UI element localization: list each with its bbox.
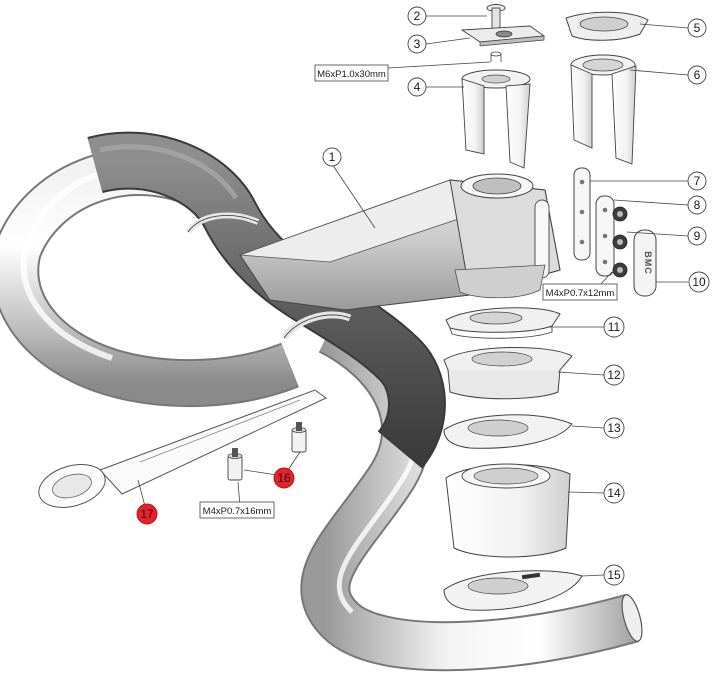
- part-15-spacer: [443, 570, 583, 611]
- svg-text:2: 2: [414, 9, 421, 23]
- svg-text:10: 10: [692, 275, 706, 289]
- svg-text:3: 3: [414, 37, 421, 51]
- svg-text:11: 11: [608, 320, 621, 334]
- spec-m4-12-text: M4xP0.7x12mm: [546, 288, 615, 299]
- svg-text:9: 9: [694, 229, 701, 243]
- callout-14: 14: [603, 482, 625, 504]
- svg-text:7: 7: [694, 174, 701, 188]
- svg-text:8: 8: [694, 198, 701, 212]
- part-14-spacer: [445, 463, 571, 558]
- spec-label-m6: M6xP1.0x30mm: [314, 64, 389, 82]
- logo-text: BMC: [643, 251, 653, 275]
- callout-9: 9: [687, 226, 707, 246]
- svg-text:15: 15: [607, 568, 621, 582]
- part-13-spacer: [443, 414, 573, 449]
- part-8-plate: [595, 195, 615, 277]
- spec-label-m4-16: M4xP0.7x16mm: [199, 501, 275, 519]
- svg-text:4: 4: [414, 80, 421, 94]
- part-7-plate: [573, 167, 591, 261]
- svg-text:6: 6: [694, 68, 701, 82]
- callout-10: 10: [688, 271, 710, 293]
- callout-2: 2: [407, 6, 427, 26]
- callout-6: 6: [687, 65, 707, 85]
- spec-label-m4-12: M4xP0.7x12mm: [542, 283, 618, 301]
- svg-text:1: 1: [329, 150, 336, 164]
- callout-17: 17: [136, 503, 158, 525]
- part-16-bolts: [227, 422, 307, 481]
- part-9-bolts: [612, 206, 628, 278]
- callout-1: 1: [322, 147, 342, 167]
- part-4-sleeve: [461, 69, 531, 169]
- svg-text:5: 5: [694, 21, 701, 35]
- part-10-logo-badge: BMC: [633, 229, 657, 297]
- callout-7: 7: [687, 171, 707, 191]
- callout-13: 13: [603, 417, 625, 439]
- callout-4: 4: [407, 77, 427, 97]
- callout-5: 5: [687, 18, 707, 38]
- part-3-top-cap: [460, 25, 546, 47]
- callout-15: 15: [603, 564, 625, 586]
- svg-text:17: 17: [140, 507, 154, 521]
- part-17-mount-arm: [38, 389, 327, 508]
- svg-text:14: 14: [607, 486, 621, 500]
- spec-m6-text: M6xP1.0x30mm: [317, 69, 386, 80]
- svg-text:16: 16: [277, 471, 291, 485]
- part-12-spacer: [443, 347, 573, 400]
- svg-text:13: 13: [607, 421, 621, 435]
- svg-text:12: 12: [607, 368, 621, 382]
- part-11-spacer: [445, 307, 561, 339]
- callout-12: 12: [603, 364, 625, 386]
- callout-3: 3: [407, 34, 427, 54]
- callout-8: 8: [687, 195, 707, 215]
- part-5-cap-ring: [565, 11, 649, 41]
- stem: [239, 173, 561, 311]
- spec-m4-16-text: M4xP0.7x16mm: [203, 506, 272, 517]
- callout-16: 16: [273, 467, 295, 489]
- callout-11: 11: [603, 316, 625, 338]
- part-6-sleeve: [570, 54, 637, 165]
